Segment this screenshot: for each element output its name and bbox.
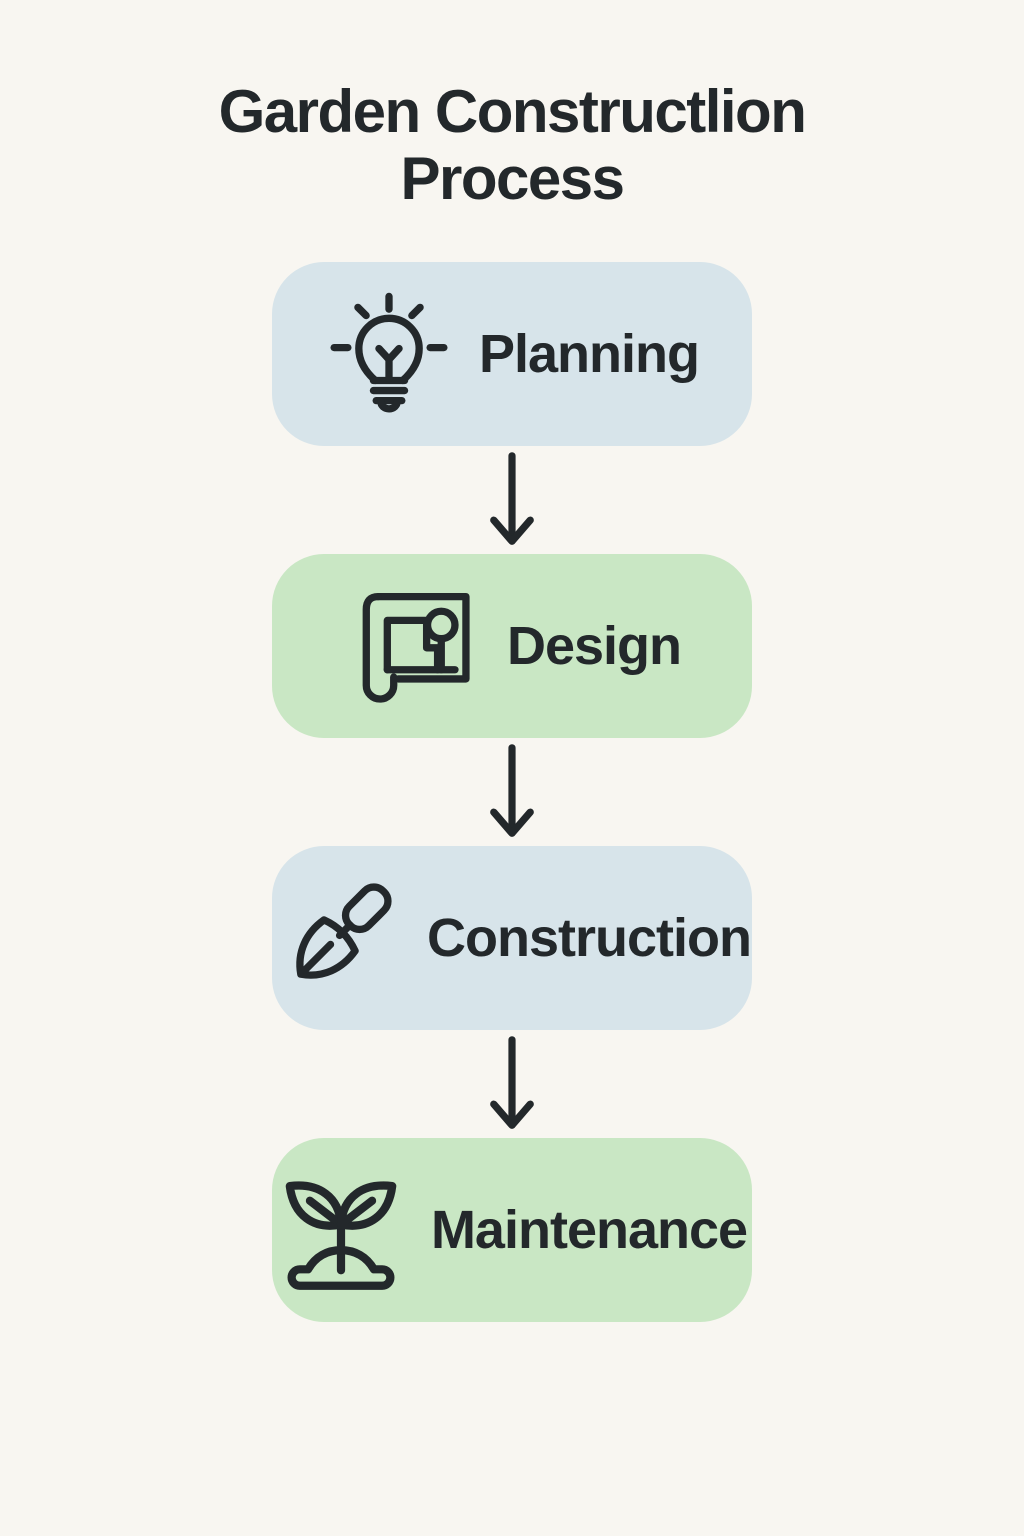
page-title-line1: Garden Constructlion bbox=[218, 78, 807, 145]
step-label-maintenance: Maintenance bbox=[430, 1200, 748, 1260]
flow-arrow-down-icon bbox=[482, 446, 542, 554]
flow-arrow-down-icon bbox=[482, 738, 542, 846]
process-flow: Planning bbox=[272, 262, 752, 1322]
step-box-planning: Planning bbox=[272, 262, 752, 446]
lightbulb-icon bbox=[325, 290, 453, 418]
step-box-construction: Construction bbox=[272, 846, 752, 1030]
blueprint-icon bbox=[343, 582, 481, 710]
page-title: Garden Constructlion Process bbox=[0, 78, 1024, 212]
seedling-icon bbox=[277, 1166, 405, 1294]
step-label-design: Design bbox=[506, 616, 682, 676]
step-box-design: Design bbox=[272, 554, 752, 738]
step-label-planning: Planning bbox=[479, 324, 700, 384]
trowel-icon bbox=[273, 874, 401, 1002]
page-title-line2: Process bbox=[400, 145, 626, 212]
step-label-construction: Construction bbox=[427, 908, 752, 968]
step-box-maintenance: Maintenance bbox=[272, 1138, 752, 1322]
flow-arrow-down-icon bbox=[482, 1030, 542, 1138]
